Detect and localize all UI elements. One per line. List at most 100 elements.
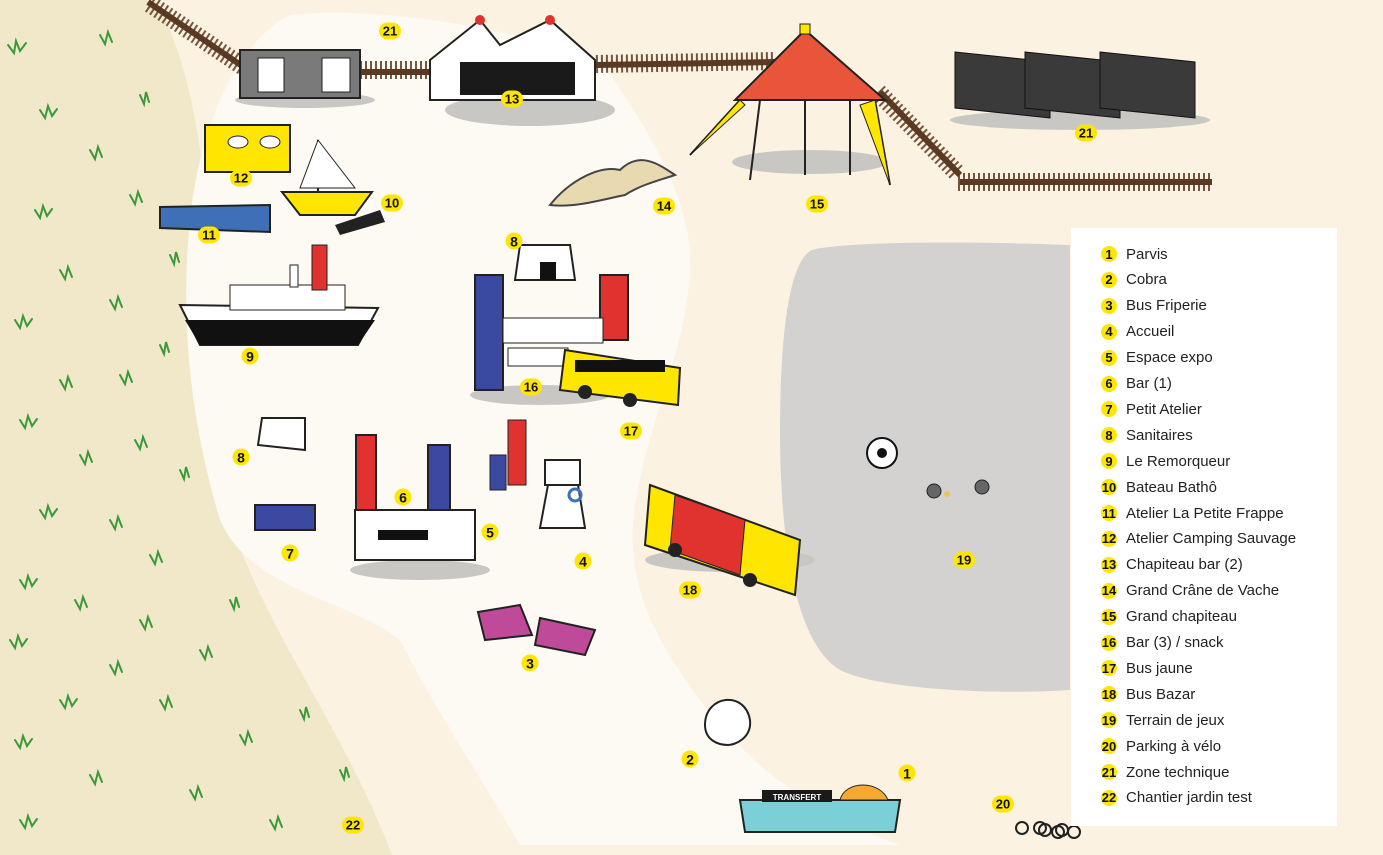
map-marker-15[interactable]: 15: [806, 195, 828, 213]
map-marker-5[interactable]: 5: [481, 523, 499, 541]
transfert-sign: TRANSFERT: [773, 793, 822, 802]
blue-atelier: [159, 203, 271, 234]
map-marker-16[interactable]: 16: [520, 378, 542, 396]
legend-number: 5: [1101, 349, 1117, 366]
map-marker-14[interactable]: 14: [653, 197, 675, 215]
legend-label: Bateau Bathô: [1126, 478, 1217, 496]
legend-number: 9: [1101, 453, 1117, 470]
legend-number: 10: [1101, 479, 1117, 496]
technical-containers: [950, 51, 1210, 130]
cow-skull: [548, 159, 678, 207]
grass-tufts: [7, 28, 350, 832]
legend-label: Petit Atelier: [1126, 400, 1202, 418]
legend-item-accueil[interactable]: 4 Accueil: [1101, 321, 1174, 343]
map-marker-7[interactable]: 7: [281, 544, 299, 562]
fence-boards: [144, 0, 1212, 191]
map-marker-19[interactable]: 19: [953, 551, 975, 569]
yellow-boat: [279, 138, 385, 235]
sanitaires-top: [513, 244, 577, 281]
legend-item-atelier-camping-sauvage[interactable]: 12 Atelier Camping Sauvage: [1101, 528, 1296, 550]
legend-label: Atelier Camping Sauvage: [1126, 530, 1297, 548]
legend-item-bus-friperie[interactable]: 3 Bus Friperie: [1101, 295, 1207, 317]
map-marker-17[interactable]: 17: [620, 422, 642, 440]
legend-label: Le Remorqueur: [1126, 452, 1231, 470]
legend-number: 15: [1101, 608, 1117, 625]
map-marker-11[interactable]: 11: [198, 226, 220, 244]
legend-number: 12: [1101, 530, 1117, 547]
legend-number: 18: [1101, 686, 1117, 703]
legend-number: 14: [1101, 582, 1117, 599]
legend-number: 8: [1101, 427, 1117, 444]
legend-label: Grand Crâne de Vache: [1126, 582, 1280, 600]
legend-item-grand-chapiteau[interactable]: 15 Grand chapiteau: [1101, 606, 1237, 628]
map-marker-2[interactable]: 2: [681, 750, 699, 768]
map-marker-4[interactable]: 4: [574, 552, 592, 570]
bike-rack: [1015, 821, 1081, 839]
legend-item-parking-velo[interactable]: 20 Parking à vélo: [1101, 735, 1221, 757]
map-marker-8-left[interactable]: 8: [232, 448, 250, 466]
play-equipment: [866, 437, 990, 499]
legend-number: 22: [1101, 789, 1117, 806]
map-marker-21-right[interactable]: 21: [1075, 124, 1097, 142]
map-marker-10[interactable]: 10: [381, 194, 403, 212]
legend-number: 19: [1101, 712, 1117, 729]
garden-area: [0, 0, 392, 855]
bus-bazar: [643, 483, 815, 597]
legend-label: Cobra: [1126, 271, 1167, 289]
legend-label: Bar (1): [1126, 375, 1172, 392]
cobra-sculpture: [703, 698, 752, 747]
legend-label: Bus Friperie: [1126, 297, 1207, 315]
petit-atelier: [254, 504, 316, 531]
camping-box: [204, 124, 291, 173]
map-marker-12[interactable]: 12: [230, 169, 252, 187]
map-marker-6[interactable]: 6: [394, 488, 412, 506]
play-area: [780, 242, 1070, 692]
map-marker-9[interactable]: 9: [241, 347, 259, 365]
legend-item-le-remorqueur[interactable]: 9 Le Remorqueur: [1101, 450, 1230, 472]
legend-number: 11: [1101, 505, 1117, 521]
legend-number: 3: [1101, 297, 1117, 314]
legend-number: 21: [1101, 764, 1117, 780]
map-marker-1[interactable]: 1: [898, 764, 916, 782]
map-marker-22[interactable]: 22: [342, 816, 364, 834]
legend-item-chantier-jardin[interactable]: 22 Chantier jardin test: [1101, 787, 1252, 809]
tug-boat: [178, 244, 380, 346]
legend-number: 13: [1101, 556, 1117, 573]
legend-item-bus-bazar[interactable]: 18 Bus Bazar: [1101, 683, 1195, 705]
map-marker-3[interactable]: 3: [521, 654, 539, 672]
map-marker-18[interactable]: 18: [679, 581, 701, 599]
legend-label: Grand chapiteau: [1126, 608, 1237, 626]
legend-number: 4: [1101, 323, 1117, 340]
legend-item-bateau-batho[interactable]: 10 Bateau Bathô: [1101, 476, 1217, 498]
legend-label: Accueil: [1126, 323, 1175, 341]
legend-number: 17: [1101, 660, 1117, 677]
legend-label: Bus Bazar: [1126, 685, 1196, 703]
map-marker-20[interactable]: 20: [992, 795, 1014, 813]
legend-item-chapiteau-bar[interactable]: 13 Chapiteau bar (2): [1101, 554, 1243, 576]
map-marker-13[interactable]: 13: [501, 90, 523, 108]
legend-label: Parking à vélo: [1126, 737, 1222, 755]
bus-friperie: [476, 603, 597, 657]
yellow-bus: [558, 348, 682, 407]
legend-label: Chapiteau bar (2): [1126, 556, 1243, 574]
legend-label: Chantier jardin test: [1126, 789, 1252, 807]
legend-number: 20: [1101, 738, 1117, 755]
chapiteau-bar: [429, 15, 615, 126]
legend-label: Parvis: [1126, 245, 1168, 263]
legend-item-grand-crane[interactable]: 14 Grand Crâne de Vache: [1101, 580, 1279, 602]
map-marker-8-top[interactable]: 8: [505, 232, 523, 250]
map-marker-21-top[interactable]: 21: [379, 22, 401, 40]
